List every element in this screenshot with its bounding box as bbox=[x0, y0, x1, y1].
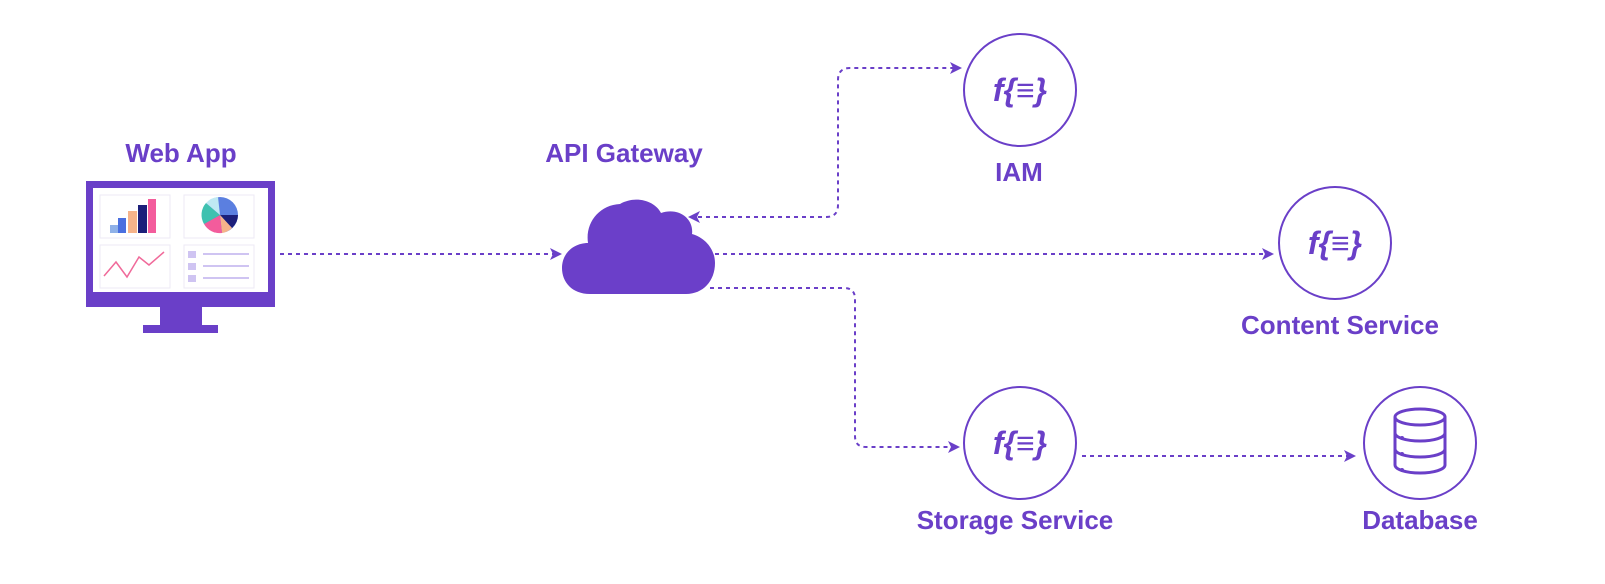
storage-service-label: Storage Service bbox=[916, 505, 1114, 535]
web-app-label: Web App bbox=[125, 138, 237, 168]
function-icon: f{≡} bbox=[993, 72, 1047, 108]
iam-label: IAM bbox=[995, 157, 1043, 187]
content-service-label: Content Service bbox=[1241, 310, 1439, 340]
pie-chart-icon bbox=[201, 197, 238, 234]
function-icon: f{≡} bbox=[1308, 225, 1362, 261]
monitor-icon bbox=[86, 181, 275, 333]
list-icon bbox=[188, 251, 249, 282]
database-icon bbox=[1393, 407, 1447, 475]
function-icon: f{≡} bbox=[993, 425, 1047, 461]
database-node bbox=[1363, 386, 1477, 500]
line-chart-icon bbox=[103, 251, 165, 279]
api-gateway-label: API Gateway bbox=[545, 138, 703, 168]
edge-gateway-iam bbox=[688, 62, 962, 223]
edge-gateway-to-storage bbox=[710, 287, 960, 453]
cloud-icon bbox=[562, 199, 715, 294]
content-service-node: f{≡} bbox=[1278, 186, 1392, 300]
iam-node: f{≡} bbox=[963, 33, 1077, 147]
database-label: Database bbox=[1362, 505, 1478, 535]
bar-chart-icon bbox=[110, 199, 156, 233]
storage-service-node: f{≡} bbox=[963, 386, 1077, 500]
